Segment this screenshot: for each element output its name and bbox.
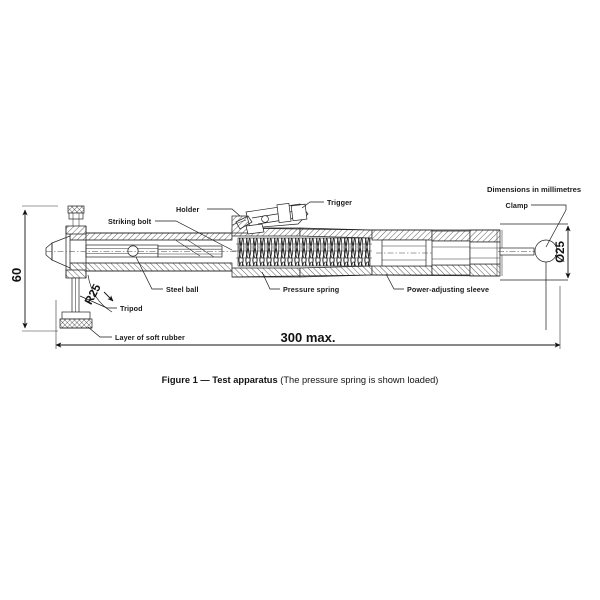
- callout-pressure-spring-label: Pressure spring: [283, 285, 339, 294]
- callout-trigger: Trigger: [301, 198, 352, 209]
- callout-power-adjusting-sleeve-label: Power-adjusting sleeve: [407, 285, 489, 294]
- callout-holder: Holder: [176, 205, 241, 217]
- callout-clamp: Clamp: [506, 201, 567, 330]
- callout-power-adjusting-sleeve: Power-adjusting sleeve: [385, 273, 489, 294]
- dimension-diameter-25: Ø25: [555, 225, 571, 279]
- figure-caption: Figure 1 — Test apparatus (The pressure …: [0, 370, 600, 388]
- callout-tripod-label: Tripod: [120, 304, 143, 313]
- figure-caption-bold: Figure 1 — Test apparatus: [161, 375, 278, 385]
- dim-dia25-text: Ø25: [555, 241, 567, 263]
- trigger-assembly: [231, 202, 309, 235]
- units-note: Dimensions in millimetres: [487, 185, 581, 194]
- dimension-300-max: 300 max.: [55, 286, 561, 349]
- callout-tripod: Tripod: [79, 295, 143, 313]
- tripod-stand: [59, 205, 113, 329]
- callout-striking-bolt: Striking bolt: [108, 217, 233, 251]
- callout-striking-bolt-label: Striking bolt: [108, 217, 152, 226]
- callout-holder-label: Holder: [176, 205, 199, 214]
- dimension-60: 60: [9, 205, 58, 332]
- dimension-r25: R25: [83, 282, 114, 307]
- callout-layer-soft-rubber: Layer of soft rubber: [87, 326, 185, 342]
- figure-caption-rest: (The pressure spring is shown loaded): [280, 375, 439, 385]
- dim-60-text: 60: [9, 268, 24, 282]
- callout-clamp-label: Clamp: [506, 201, 529, 210]
- callout-trigger-label: Trigger: [327, 198, 352, 207]
- callout-steel-ball-label: Steel ball: [166, 285, 199, 294]
- callout-layer-soft-rubber-label: Layer of soft rubber: [115, 333, 185, 342]
- apparatus-body: [45, 223, 568, 281]
- dim-300max-text: 300 max.: [281, 330, 336, 345]
- callout-pressure-spring: Pressure spring: [261, 271, 339, 294]
- callout-steel-ball: Steel ball: [135, 256, 199, 294]
